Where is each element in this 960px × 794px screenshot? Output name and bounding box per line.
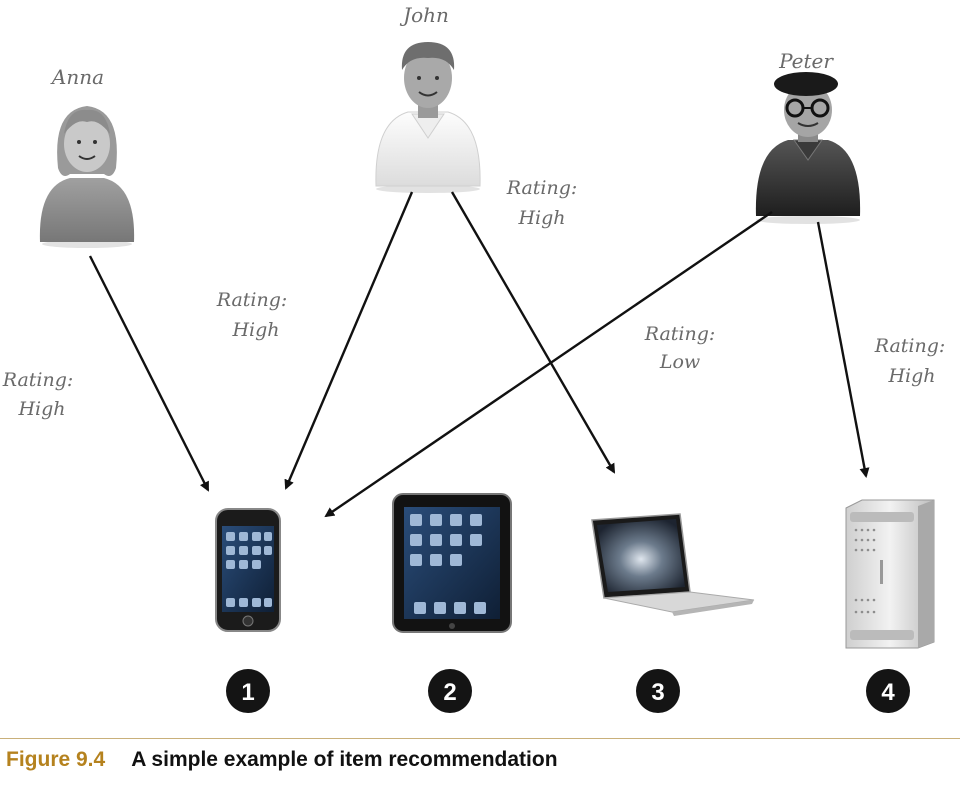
john-avatar-icon — [375, 42, 481, 193]
rating-label-anna-item-1: Rating: High — [2, 369, 74, 420]
laptop-icon — [591, 513, 755, 616]
item-3-laptop: 3 — [591, 513, 755, 713]
rating-label: Rating: — [506, 177, 578, 199]
user-name-john: John — [399, 3, 449, 27]
item-number-badge-1: 1 — [226, 669, 270, 713]
rating-value: High — [517, 207, 565, 229]
user-name-anna: Anna — [50, 65, 104, 89]
item-1-phone: 1 — [215, 508, 281, 713]
anna-avatar-icon — [39, 106, 135, 248]
desktop-tower-icon — [845, 499, 935, 649]
rating-value: High — [231, 319, 279, 341]
rating-label-peter-item-4: Rating: High — [874, 335, 946, 387]
svg-text:4: 4 — [881, 679, 895, 706]
arrow-peter-to-item-1 — [324, 211, 773, 518]
rating-label: Rating: — [2, 369, 74, 391]
tablet-icon — [392, 493, 512, 633]
arrow-peter-to-item-4 — [816, 221, 870, 478]
rating-arrows — [88, 191, 870, 518]
arrow-anna-to-item-1 — [88, 255, 210, 492]
rating-label: Rating: — [216, 289, 288, 311]
item-2-tablet: 2 — [392, 493, 512, 713]
user-john: John — [375, 3, 481, 193]
rating-label: Rating: — [644, 323, 716, 345]
rating-label-john-item-1: Rating: High — [216, 289, 288, 341]
rating-label-peter-item-1: Rating: Low — [644, 323, 716, 373]
item-number-badge-4: 4 — [866, 669, 910, 713]
item-4-desktop-tower: 4 — [845, 499, 935, 713]
figure-caption: Figure 9.4 A simple example of item recom… — [6, 748, 558, 778]
figure-label: Figure 9.4 — [6, 748, 106, 771]
arrow-john-to-item-3 — [450, 191, 616, 474]
smartphone-icon — [215, 508, 281, 632]
svg-text:2: 2 — [443, 679, 456, 706]
user-name-peter: Peter — [778, 49, 834, 73]
rating-value: Low — [659, 351, 700, 373]
item-number-badge-2: 2 — [428, 669, 472, 713]
rating-value: High — [17, 398, 65, 420]
rating-label: Rating: — [874, 335, 946, 357]
user-anna: Anna — [39, 65, 135, 248]
svg-text:3: 3 — [651, 679, 664, 706]
item-number-badge-3: 3 — [636, 669, 680, 713]
rating-value: High — [887, 365, 935, 387]
figure-title: A simple example of item recommendation — [131, 748, 558, 771]
caption-divider — [0, 738, 960, 739]
svg-text:1: 1 — [241, 679, 254, 706]
user-peter: Peter — [755, 49, 861, 224]
arrow-john-to-item-1 — [284, 191, 414, 490]
rating-label-john-item-3: Rating: High — [506, 177, 578, 229]
peter-avatar-icon — [755, 72, 861, 224]
